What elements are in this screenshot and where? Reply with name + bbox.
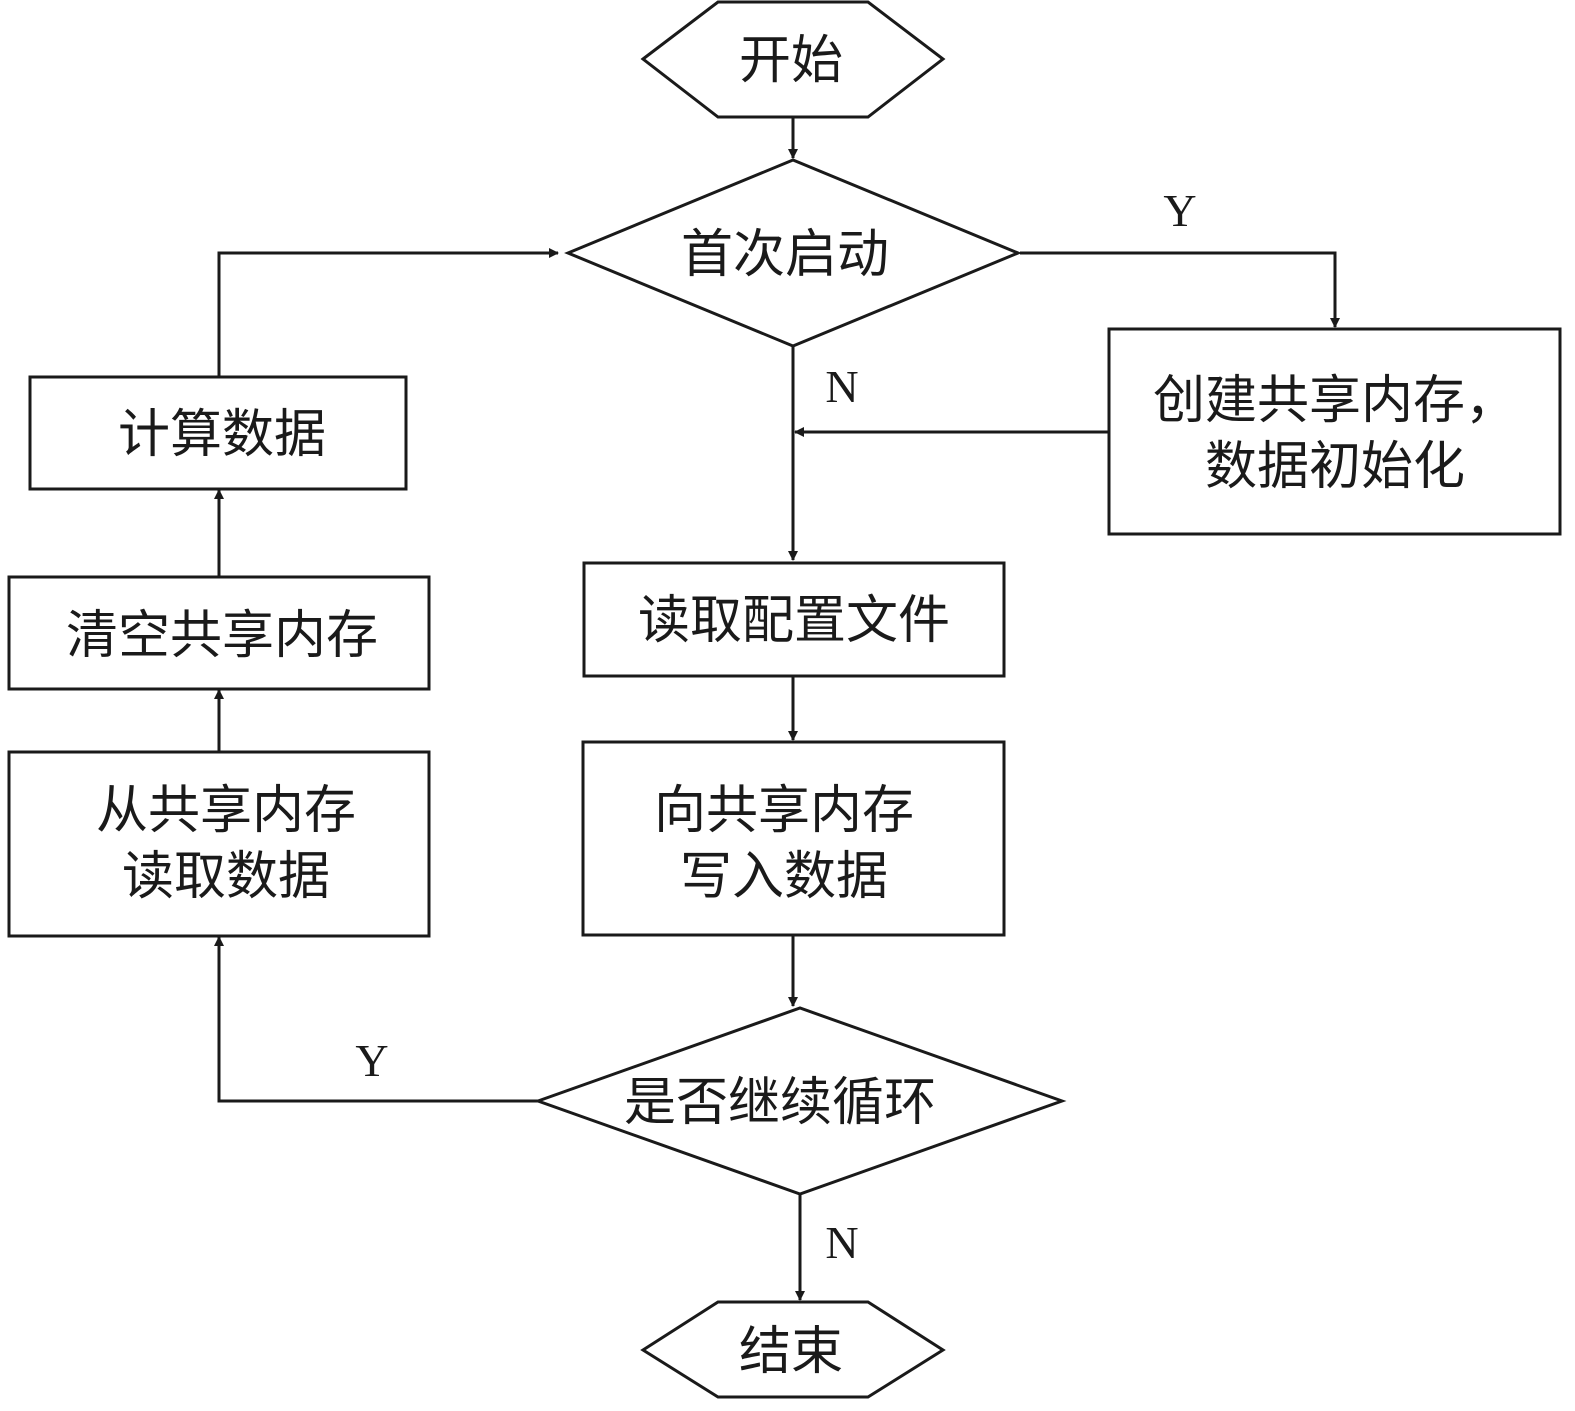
node-compute: 计算数据 xyxy=(28,375,408,491)
first-launch-yes-label: Y xyxy=(1163,185,1196,236)
end-label: 结束 xyxy=(739,1322,843,1382)
read-config-label: 读取配置文件 xyxy=(638,591,950,651)
node-clear-shm: 清空共享内存 xyxy=(7,575,431,691)
create-shm-label-line1: 创建共享内存， xyxy=(1153,371,1517,431)
create-shm-process-shape xyxy=(1107,327,1562,536)
node-end: 结束 xyxy=(640,1300,946,1399)
read-shm-label-line1: 从共享内存 xyxy=(96,781,356,841)
write-shm-process-shape xyxy=(581,740,1006,937)
continue-loop-yes-label: Y xyxy=(355,1035,388,1086)
write-shm-label-line1: 向共享内存 xyxy=(654,781,914,841)
first-launch-label: 首次启动 xyxy=(681,225,889,285)
node-read-config: 读取配置文件 xyxy=(582,561,1006,678)
clear-shm-label: 清空共享内存 xyxy=(66,606,378,666)
first-launch-no-label: N xyxy=(825,361,858,412)
read-shm-process-shape xyxy=(7,750,431,938)
write-shm-label-line2: 写入数据 xyxy=(680,847,888,907)
edge-continue-loop-yes-to-read-shm xyxy=(214,936,538,1103)
compute-label: 计算数据 xyxy=(118,405,326,465)
end-terminator-shape xyxy=(640,1300,946,1399)
compute-process-shape xyxy=(28,375,408,491)
read-shm-label-line2: 读取数据 xyxy=(122,847,330,907)
start-label: 开始 xyxy=(739,31,843,91)
edge-first-launch-yes-to-create-shm xyxy=(1020,251,1340,328)
continue-loop-decision-shape xyxy=(533,1006,1067,1196)
node-write-shm: 向共享内存 写入数据 xyxy=(581,740,1006,937)
continue-loop-no-label: N xyxy=(825,1217,858,1268)
continue-loop-label: 是否继续循环 xyxy=(624,1073,936,1133)
first-launch-decision-shape xyxy=(564,158,1022,348)
node-first-launch: 首次启动 xyxy=(564,158,1022,348)
read-config-process-shape xyxy=(582,561,1006,678)
create-shm-label-line2: 数据初始化 xyxy=(1205,437,1465,497)
node-create-shm: 创建共享内存， 数据初始化 xyxy=(1107,327,1562,536)
start-terminator-shape xyxy=(640,0,946,119)
node-start: 开始 xyxy=(640,0,946,119)
edge-compute-to-first-launch xyxy=(217,248,559,376)
node-continue-loop: 是否继续循环 xyxy=(533,1006,1067,1196)
clear-shm-process-shape xyxy=(7,575,431,691)
node-read-shm: 从共享内存 读取数据 xyxy=(7,750,431,938)
